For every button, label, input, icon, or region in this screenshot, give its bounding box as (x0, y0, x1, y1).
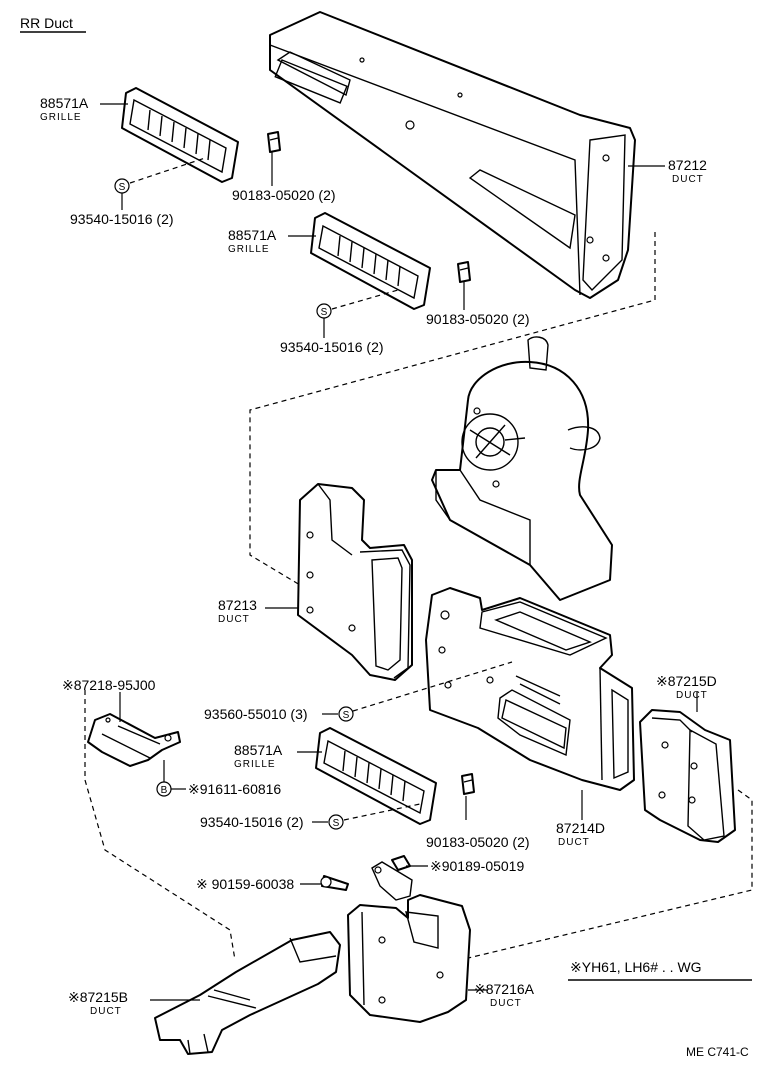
label-grille-lower: 88571A GRILLE (234, 742, 283, 770)
label-screw-lower: 93540-15016 (2) (200, 814, 304, 830)
screw-symbol-lower: S (328, 814, 344, 830)
svg-text:DUCT: DUCT (218, 614, 250, 625)
svg-text:90183-05020 (2): 90183-05020 (2) (426, 311, 530, 327)
label-grille-middle: 88571A GRILLE (228, 227, 277, 255)
label-duct-87215B: ※87215B DUCT (68, 989, 128, 1017)
svg-text:93540-15016 (2): 93540-15016 (2) (70, 211, 174, 227)
bracket-87218 (87, 713, 181, 767)
svg-text:S: S (321, 307, 328, 318)
svg-text:※87218-95J00: ※87218-95J00 (62, 677, 156, 693)
svg-text:88571A: 88571A (234, 742, 283, 758)
svg-text:87214D: 87214D (556, 820, 605, 836)
svg-text:GRILLE: GRILLE (234, 759, 276, 770)
label-bracket: ※87218-95J00 (62, 677, 156, 693)
bolt-symbol: B (156, 781, 172, 797)
svg-text:※90189-05019: ※90189-05019 (430, 858, 524, 874)
label-nut-lower: 90183-05020 (2) (426, 834, 530, 850)
svg-text:88571A: 88571A (228, 227, 277, 243)
svg-text:DUCT: DUCT (672, 174, 704, 185)
label-screw-90159: ※ 90159-60038 (196, 876, 294, 892)
footer-code: ME C741-C (686, 1045, 749, 1059)
label-duct-87213: 87213 DUCT (218, 597, 257, 625)
svg-text:B: B (161, 785, 168, 796)
label-duct-87212: 87212 DUCT (668, 157, 707, 185)
label-grille-top: 88571A GRILLE (40, 95, 89, 123)
svg-text:※87216A: ※87216A (474, 981, 535, 997)
svg-text:87213: 87213 (218, 597, 257, 613)
svg-text:※ 90159-60038: ※ 90159-60038 (196, 876, 294, 892)
svg-text:93560-55010 (3): 93560-55010 (3) (204, 706, 308, 722)
label-duct-87215D: ※87215D DUCT (656, 673, 717, 701)
svg-text:88571A: 88571A (40, 95, 89, 111)
blower-unit (431, 336, 613, 601)
svg-text:90183-05020 (2): 90183-05020 (2) (426, 834, 530, 850)
label-bolt-91611: ※91611-60816 (188, 781, 281, 797)
label-screw-middle: 93540-15016 (2) (280, 339, 384, 355)
duct-87215D (639, 709, 736, 843)
svg-text:※91611-60816: ※91611-60816 (188, 781, 281, 797)
svg-text:S: S (343, 710, 350, 721)
svg-text:87212: 87212 (668, 157, 707, 173)
label-duct-87216A: ※87216A DUCT (474, 981, 535, 1009)
svg-text:S: S (333, 818, 340, 829)
svg-text:93540-15016 (2): 93540-15016 (2) (200, 814, 304, 830)
diagram-title: RR Duct (20, 15, 73, 31)
leader-lines (100, 103, 698, 1001)
duct-87214D (425, 587, 635, 791)
label-nut-top: 90183-05020 (2) (232, 187, 336, 203)
label-nut-90189: ※90189-05019 (430, 858, 524, 874)
screw-symbol-93560: S (338, 706, 354, 722)
screw-symbol-middle: S (316, 303, 332, 319)
grille-top (121, 87, 239, 183)
screw-symbol-top: S (114, 178, 130, 194)
svg-text:S: S (119, 182, 126, 193)
svg-text:93540-15016 (2): 93540-15016 (2) (280, 339, 384, 355)
svg-text:※87215D: ※87215D (656, 673, 717, 689)
variant-note: ※YH61, LH6# . . WG (570, 959, 702, 975)
grille-lower (315, 727, 437, 825)
duct-87215B (154, 931, 341, 1055)
grille-middle (310, 212, 431, 310)
svg-text:DUCT: DUCT (676, 690, 708, 701)
clip-nut-middle (457, 261, 471, 283)
label-nut-middle: 90183-05020 (2) (426, 311, 530, 327)
svg-text:DUCT: DUCT (490, 998, 522, 1009)
svg-text:DUCT: DUCT (558, 837, 590, 848)
label-screw-93560: 93560-55010 (3) (204, 706, 308, 722)
svg-text:※87215B: ※87215B (68, 989, 128, 1005)
screw-90159 (320, 875, 349, 891)
svg-text:GRILLE: GRILLE (40, 112, 82, 123)
assembly-lines (84, 232, 753, 961)
clip-nut-top (267, 131, 281, 153)
label-screw-top: 93540-15016 (2) (70, 211, 174, 227)
duct-87216A (347, 861, 471, 1023)
duct-87212 (269, 11, 636, 299)
svg-text:GRILLE: GRILLE (228, 244, 270, 255)
svg-text:DUCT: DUCT (90, 1006, 122, 1017)
label-duct-87214D: 87214D DUCT (556, 820, 605, 848)
duct-87213 (297, 483, 413, 681)
clip-nut-lower (461, 773, 475, 795)
nut-90189 (391, 855, 411, 871)
svg-text:90183-05020 (2): 90183-05020 (2) (232, 187, 336, 203)
